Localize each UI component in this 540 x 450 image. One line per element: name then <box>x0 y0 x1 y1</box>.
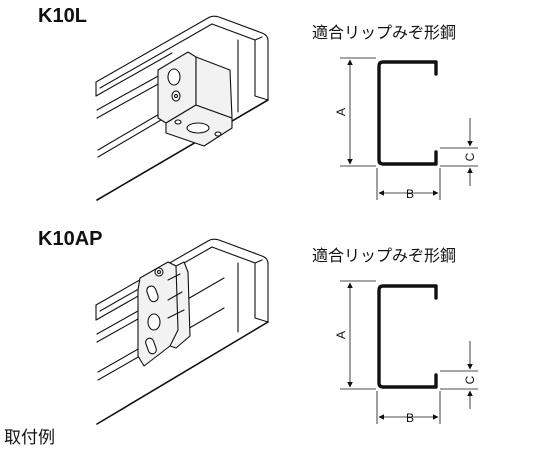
model-label-k10ap: K10AP <box>38 228 102 250</box>
model-label-k10l: K10L <box>38 5 87 27</box>
example-k10ap: K10AP <box>38 228 478 425</box>
k10l-lip-channel-profile <box>377 60 438 166</box>
dim-label-c: C <box>463 152 477 161</box>
k10l-fitting <box>157 51 233 147</box>
dim-label-a: A <box>334 108 348 116</box>
k10ap-lip-channel-profile <box>377 284 438 389</box>
k10l-dimension-b: B <box>376 168 441 201</box>
k10ap-dimension-c: C <box>440 341 478 409</box>
profile-title-k10l: 適合リップみぞ形鋼 <box>312 23 456 42</box>
k10ap-fitting <box>137 261 191 367</box>
k10ap-dimension-a: A <box>334 280 376 390</box>
example-k10l: K10L <box>38 5 478 201</box>
dim-label-c: C <box>463 375 477 384</box>
k10ap-dimension-b: B <box>376 391 441 425</box>
k10l-dimension-a: A <box>334 57 376 167</box>
profile-title-k10ap: 適合リップみぞ形鋼 <box>312 246 456 265</box>
dim-label-b: B <box>406 187 414 201</box>
dim-label-b: B <box>406 411 414 425</box>
caption-installation-example: 取付例 <box>4 428 55 448</box>
k10l-dimension-c: C <box>440 118 478 186</box>
dim-label-a: A <box>334 331 348 339</box>
